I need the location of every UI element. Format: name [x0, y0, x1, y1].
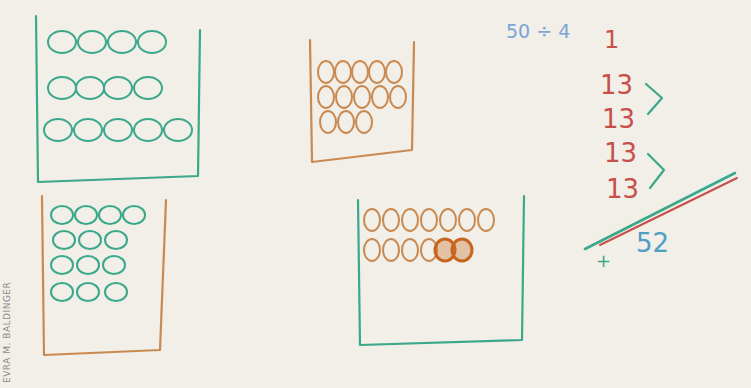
division-problem: 50 ÷ 4	[506, 22, 570, 41]
counter-circle	[51, 256, 73, 274]
counter-circle	[164, 119, 192, 141]
counter-circle	[402, 209, 418, 231]
counter-circle	[320, 111, 336, 133]
counter-circle	[383, 209, 399, 231]
counter-circle	[44, 119, 72, 141]
box-outline	[36, 16, 200, 182]
counter-circle	[77, 283, 99, 301]
counter-circle	[354, 86, 370, 108]
box-outline	[42, 196, 166, 355]
counter-circle	[402, 239, 418, 261]
watermark: EVRA M. BALDINGER	[3, 282, 12, 383]
counter-circle	[338, 111, 354, 133]
addend: 13	[606, 176, 639, 202]
counter-circle	[335, 61, 351, 83]
counter-circle	[318, 61, 334, 83]
counter-circle	[421, 209, 437, 231]
counter-circle	[74, 119, 102, 141]
counter-circle	[478, 209, 494, 231]
counter-circle	[134, 119, 162, 141]
counter-circle	[356, 111, 372, 133]
box-outline	[358, 196, 524, 345]
counter-circle	[108, 31, 136, 53]
counter-circle	[51, 283, 73, 301]
counter-circle	[440, 209, 456, 231]
bracket	[648, 154, 664, 188]
counter-circle	[386, 61, 402, 83]
counter-circle	[364, 209, 380, 231]
counter-circle	[99, 206, 121, 224]
counter-circle	[79, 231, 101, 249]
addend: 13	[604, 140, 637, 166]
addend: 13	[602, 106, 635, 132]
counter-circle	[104, 77, 132, 99]
counter-circle	[51, 206, 73, 224]
counter-circle	[123, 206, 145, 224]
counter-circle	[105, 283, 127, 301]
counter-circle	[75, 206, 97, 224]
counter-circle	[138, 31, 166, 53]
counter-circle	[104, 119, 132, 141]
counter-circle	[352, 61, 368, 83]
plus-sign: +	[596, 252, 611, 270]
counter-circle	[364, 239, 380, 261]
counter-circle	[134, 77, 162, 99]
box-outline	[310, 40, 414, 162]
counter-circle	[48, 77, 76, 99]
counter-circle	[48, 31, 76, 53]
carry-digit: 1	[604, 28, 619, 52]
counter-circle	[103, 256, 125, 274]
counter-circle	[383, 239, 399, 261]
counter-circle	[105, 231, 127, 249]
counter-circle	[76, 77, 104, 99]
counter-circle	[53, 231, 75, 249]
sum: 52	[636, 230, 669, 256]
counter-circle	[390, 86, 406, 108]
counter-circle	[318, 86, 334, 108]
counter-circle	[369, 61, 385, 83]
counter-circle	[336, 86, 352, 108]
counter-circle	[372, 86, 388, 108]
counter-circle	[77, 256, 99, 274]
scribbled-circle	[452, 239, 472, 261]
counter-circle	[78, 31, 106, 53]
addend: 13	[600, 72, 633, 98]
counter-circle	[459, 209, 475, 231]
bracket	[646, 84, 662, 114]
